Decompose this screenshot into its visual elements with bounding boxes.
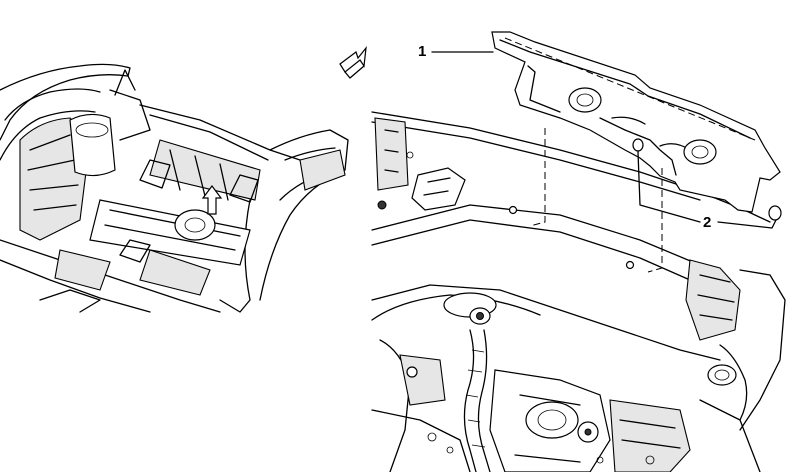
leader-line-2b bbox=[717, 219, 777, 229]
leader-lines bbox=[431, 51, 777, 229]
cowl-detail-view bbox=[371, 111, 786, 472]
push-pin-fasteners bbox=[632, 138, 782, 221]
view-direction-arrow-icon bbox=[339, 46, 367, 79]
callout-label-1: 1 bbox=[418, 43, 427, 60]
push-pin-right-icon bbox=[768, 205, 782, 221]
leader-line-2a bbox=[637, 151, 701, 223]
callout-label-2: 2 bbox=[703, 214, 712, 231]
cowl-insulator-part bbox=[491, 31, 781, 273]
vehicle-overview-view bbox=[0, 63, 349, 313]
push-pin-left-icon bbox=[632, 138, 644, 152]
